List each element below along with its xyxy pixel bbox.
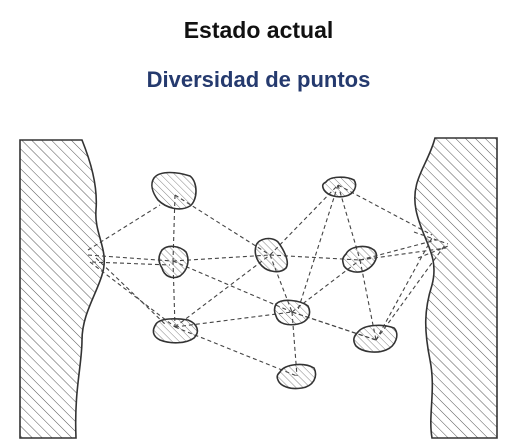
stone-8 [353, 324, 398, 353]
stone-9 [276, 363, 317, 390]
stones [151, 171, 398, 390]
connection-lines [87, 184, 449, 377]
stone-6 [321, 176, 357, 198]
left-wall [19, 139, 106, 439]
page-subtitle: Diversidad de puntos [146, 67, 371, 92]
stone-3 [152, 318, 199, 344]
right-wall [414, 137, 498, 439]
stone-7 [341, 245, 378, 273]
stone-1 [151, 171, 197, 210]
page-title: Estado actual [183, 17, 334, 43]
stone-4 [254, 237, 289, 273]
stone-5 [273, 299, 311, 326]
stone-2 [158, 245, 189, 279]
